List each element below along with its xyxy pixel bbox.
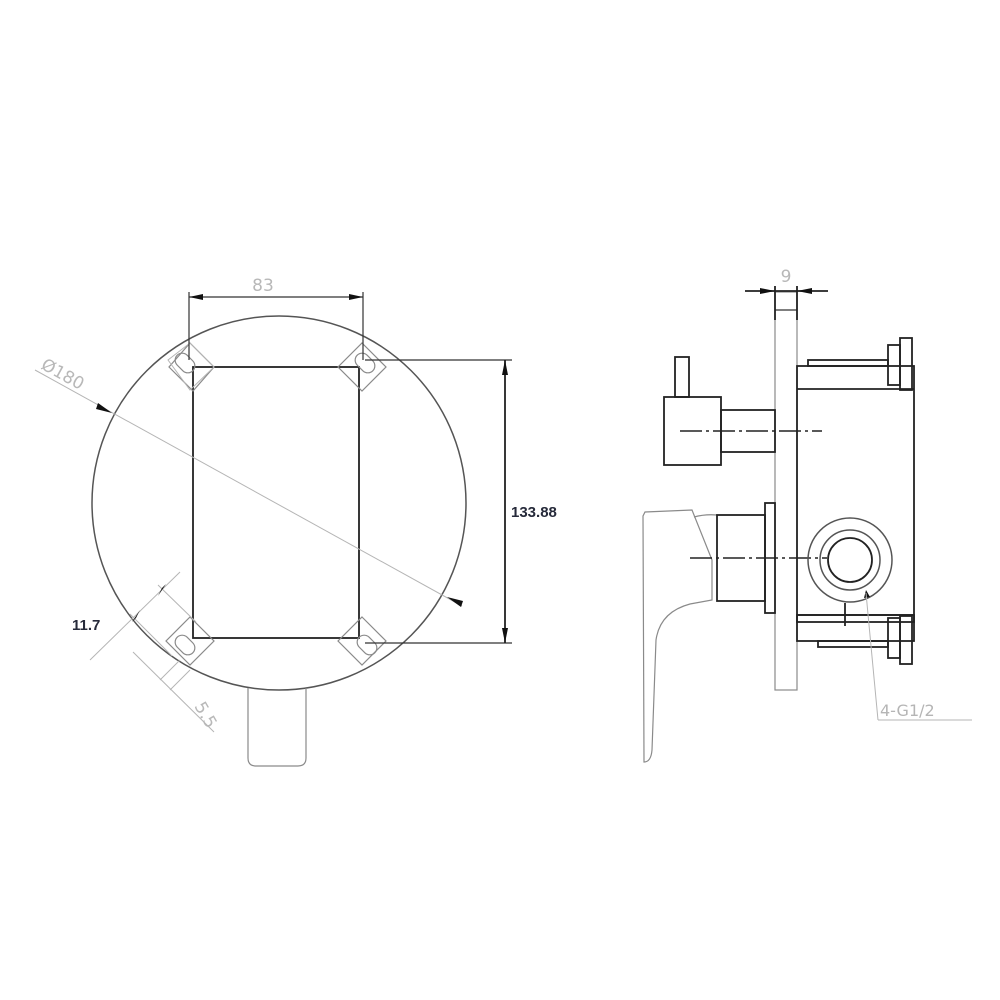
slot-hole	[354, 352, 376, 374]
dimension-133-88: 133.88	[365, 359, 557, 644]
dimension-label-9: 9	[781, 267, 792, 287]
dimension-11-7: 11.7	[72, 571, 197, 661]
mounting-tab-top-left	[167, 342, 215, 392]
cover-plate-side	[774, 291, 798, 691]
dimension-9: 9	[745, 267, 828, 320]
handle-stub	[247, 688, 307, 767]
slot-hole	[174, 352, 196, 374]
dimension-label-133-88: 133.88	[511, 504, 557, 521]
dimension-diameter: Ø180	[34, 355, 463, 607]
slot-hole	[174, 634, 196, 656]
dimension-label-diameter: Ø180	[38, 355, 88, 395]
dimension-label-5-5: 5.5	[190, 699, 221, 732]
thread-callout: 4-G1/2	[864, 590, 972, 721]
front-view: 83 Ø180 133.88 11.7	[34, 276, 557, 767]
thread-callout-label: 4-G1/2	[880, 701, 935, 720]
mounting-tab-bottom-right	[337, 616, 387, 666]
mounting-tab-top-right	[337, 342, 387, 392]
dimension-83: 83	[188, 276, 364, 360]
inlet-port-inner	[827, 537, 873, 583]
mixer-lever	[642, 509, 713, 763]
dimension-5-5: 5.5	[132, 651, 221, 733]
dimension-label-11-7: 11.7	[72, 617, 100, 634]
inlet-port-middle	[819, 529, 881, 591]
mounting-tab-bottom-left	[165, 616, 215, 666]
side-view: 9 4-G1	[642, 267, 972, 763]
cover-plate-circle	[91, 315, 467, 691]
dimension-label-83: 83	[252, 276, 274, 296]
inlet-port-outer	[807, 517, 893, 603]
slot-hole	[356, 634, 378, 656]
mounting-box-outline	[192, 366, 360, 639]
diverter-pin	[674, 356, 690, 398]
